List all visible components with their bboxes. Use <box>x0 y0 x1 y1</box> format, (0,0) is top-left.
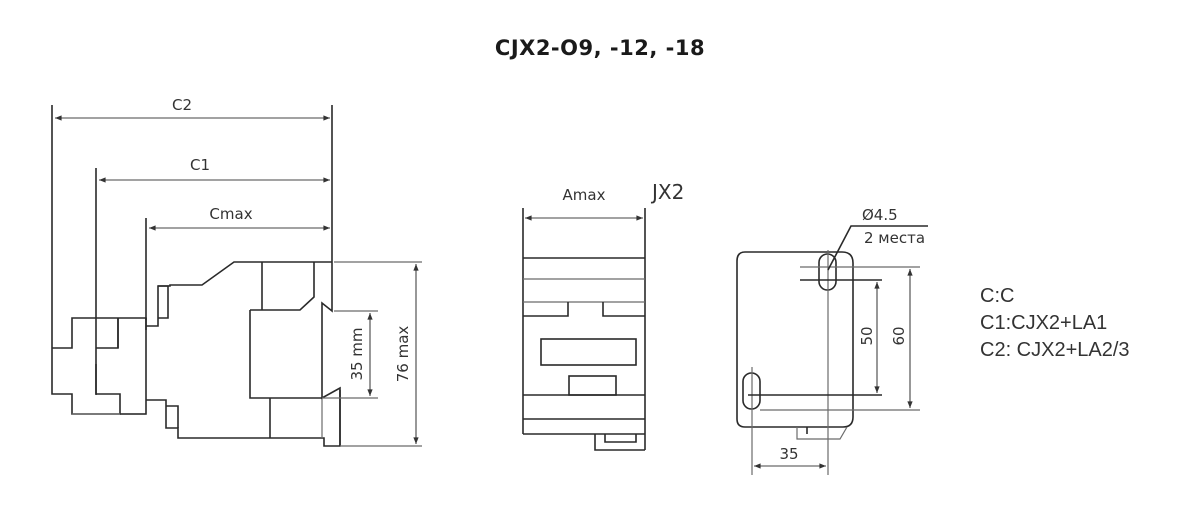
legend-item: C2: CJX2+LA2/3 <box>980 339 1130 361</box>
dim-cmax-label: Cmax <box>209 205 252 223</box>
dim-c1-label: C1 <box>190 156 210 174</box>
dim-60-label: 60 <box>890 326 908 345</box>
front-view-label: JX2 <box>650 180 684 204</box>
dim-50-label: 50 <box>858 326 876 345</box>
side-view: C2 C1 Cmax 35 mm 76 max <box>51 96 422 447</box>
legend-item: C1:CJX2+LA1 <box>980 312 1108 334</box>
hole-count-label: 2 места <box>864 229 925 247</box>
legend-item: C:C <box>980 285 1015 307</box>
dim-height-label: 76 max <box>394 326 412 383</box>
dim-amax-label: Amax <box>563 186 606 204</box>
front-view: Amax JX2 <box>522 180 684 451</box>
legend: C:C C1:CJX2+LA1 C2: CJX2+LA2/3 <box>980 283 1130 364</box>
dim-rail-label: 35 mm <box>348 327 366 380</box>
dim-c2-label: C2 <box>172 96 192 114</box>
drawing-title: CJX2-O9, -12, -18 <box>494 36 706 60</box>
hole-diameter-label: Ø4.5 <box>862 206 898 224</box>
mount-view: 50 60 35 Ø4.5 2 места <box>736 206 928 475</box>
dim-35-label: 35 <box>779 445 798 463</box>
